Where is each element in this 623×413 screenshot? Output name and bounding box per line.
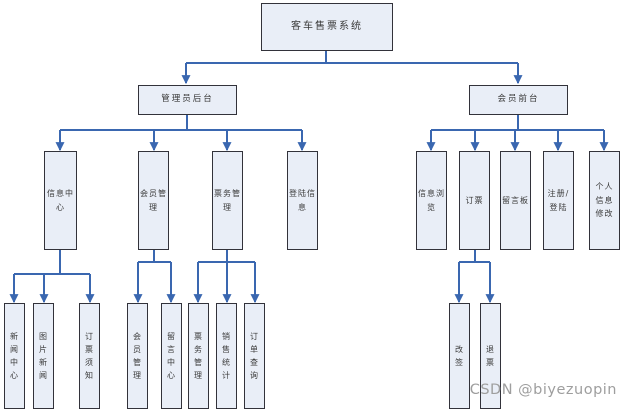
node-booking: 订票 — [459, 151, 490, 250]
watermark: CSDN @biyezuopin — [469, 382, 617, 398]
node-ticket-manage: 票 务 管 理 — [188, 303, 209, 409]
wire-booking — [459, 250, 490, 263]
node-member-mgmt: 会员管 理 — [138, 151, 169, 250]
node-root: 客车售票系统 — [261, 3, 393, 51]
wire-root — [186, 51, 518, 64]
wire-info-center — [14, 250, 90, 275]
node-sales-stats: 销 售 统 计 — [216, 303, 237, 409]
node-register-login: 注册/ 登陆 — [543, 151, 574, 250]
node-picture-news: 图 片 新 闻 — [33, 303, 54, 409]
wire-ticket-mgmt — [198, 250, 255, 263]
node-member-frontend: 会员前台 — [469, 85, 568, 115]
node-info-browse: 信息浏 览 — [416, 151, 447, 250]
node-refund: 退 票 — [480, 303, 501, 409]
node-message-board: 留言板 — [500, 151, 531, 250]
wire-member-mgmt — [138, 250, 171, 263]
node-order-query: 订 单 查 询 — [244, 303, 265, 409]
node-booking-notice: 订 票 须 知 — [79, 303, 100, 409]
node-news-center: 新 闻 中 心 — [4, 303, 25, 409]
node-info-center: 信息中 心 — [44, 151, 77, 250]
node-ticket-mgmt: 票务管 理 — [212, 151, 243, 250]
node-member-manage: 会 员 管 理 — [127, 303, 148, 409]
node-profile-edit: 个人 信息 修改 — [589, 151, 620, 250]
node-rebook: 改 签 — [449, 303, 470, 409]
node-login-info: 登陆信 息 — [287, 151, 318, 250]
wire-admin — [60, 115, 302, 131]
node-admin-backend: 管理员后台 — [138, 85, 237, 115]
wire-member — [431, 115, 604, 131]
node-message-center: 留 言 中 心 — [161, 303, 182, 409]
